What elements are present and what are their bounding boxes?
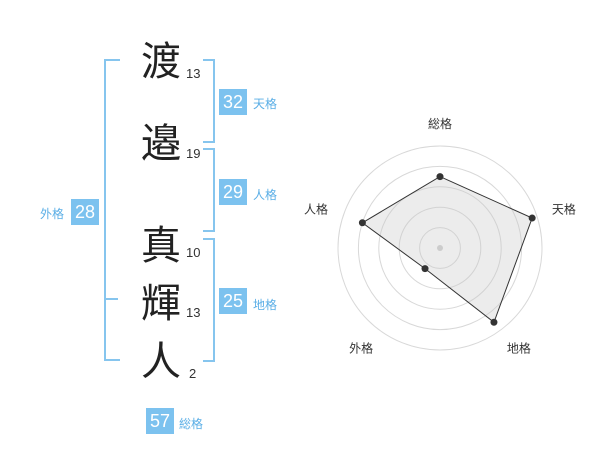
chikaku-label: 地格	[253, 298, 278, 312]
soukaku-value: 57	[146, 408, 174, 434]
stroke-count-3: 10	[186, 245, 201, 260]
tenkaku-bracket	[203, 59, 215, 143]
radar-point-4	[421, 265, 429, 273]
radar-ring-3	[378, 186, 502, 310]
radar-center-dot	[437, 245, 443, 251]
name-char-4: 輝	[141, 281, 181, 327]
name-char-2: 邉	[141, 121, 181, 167]
jinkaku-bracket	[203, 148, 215, 232]
chikaku-bracket	[203, 238, 215, 362]
chikaku-value: 25	[219, 288, 247, 314]
radar-axis-label-5: 人格	[304, 202, 328, 217]
radar-axis-label-4: 外格	[349, 340, 373, 355]
stroke-count-4: 13	[186, 305, 201, 320]
jinkaku-label: 人格	[253, 188, 278, 202]
radar-axis-label-3: 地格	[507, 340, 531, 355]
radar-ring-5	[337, 145, 543, 351]
soukaku-label: 総格	[179, 417, 204, 431]
radar-ring-2	[398, 206, 482, 290]
stroke-count-5: 2	[189, 366, 197, 381]
name-char-5: 人	[141, 339, 181, 385]
radar-series-polygon	[361, 176, 533, 324]
name-char-1: 渡	[141, 39, 181, 85]
outer-bracket	[104, 59, 120, 361]
radar-axis-label-1: 総格	[428, 116, 452, 131]
radar-point-5	[358, 219, 366, 227]
tenkaku-value: 32	[219, 89, 247, 115]
name-char-3: 真	[141, 223, 181, 269]
stroke-count-2: 19	[186, 146, 201, 161]
stroke-count-1: 13	[186, 66, 201, 81]
radar-point-3	[490, 318, 498, 326]
radar-axis-label-2: 天格	[552, 202, 576, 217]
radar-point-1	[436, 173, 444, 181]
outer-bracket-divider	[104, 298, 118, 300]
radar-point-2	[528, 214, 536, 222]
radar-ring-1	[419, 227, 461, 269]
gaikaku-value: 28	[71, 199, 99, 225]
gaikaku-label: 外格	[40, 207, 65, 221]
jinkaku-value: 29	[219, 179, 247, 205]
tenkaku-label: 天格	[253, 97, 278, 111]
